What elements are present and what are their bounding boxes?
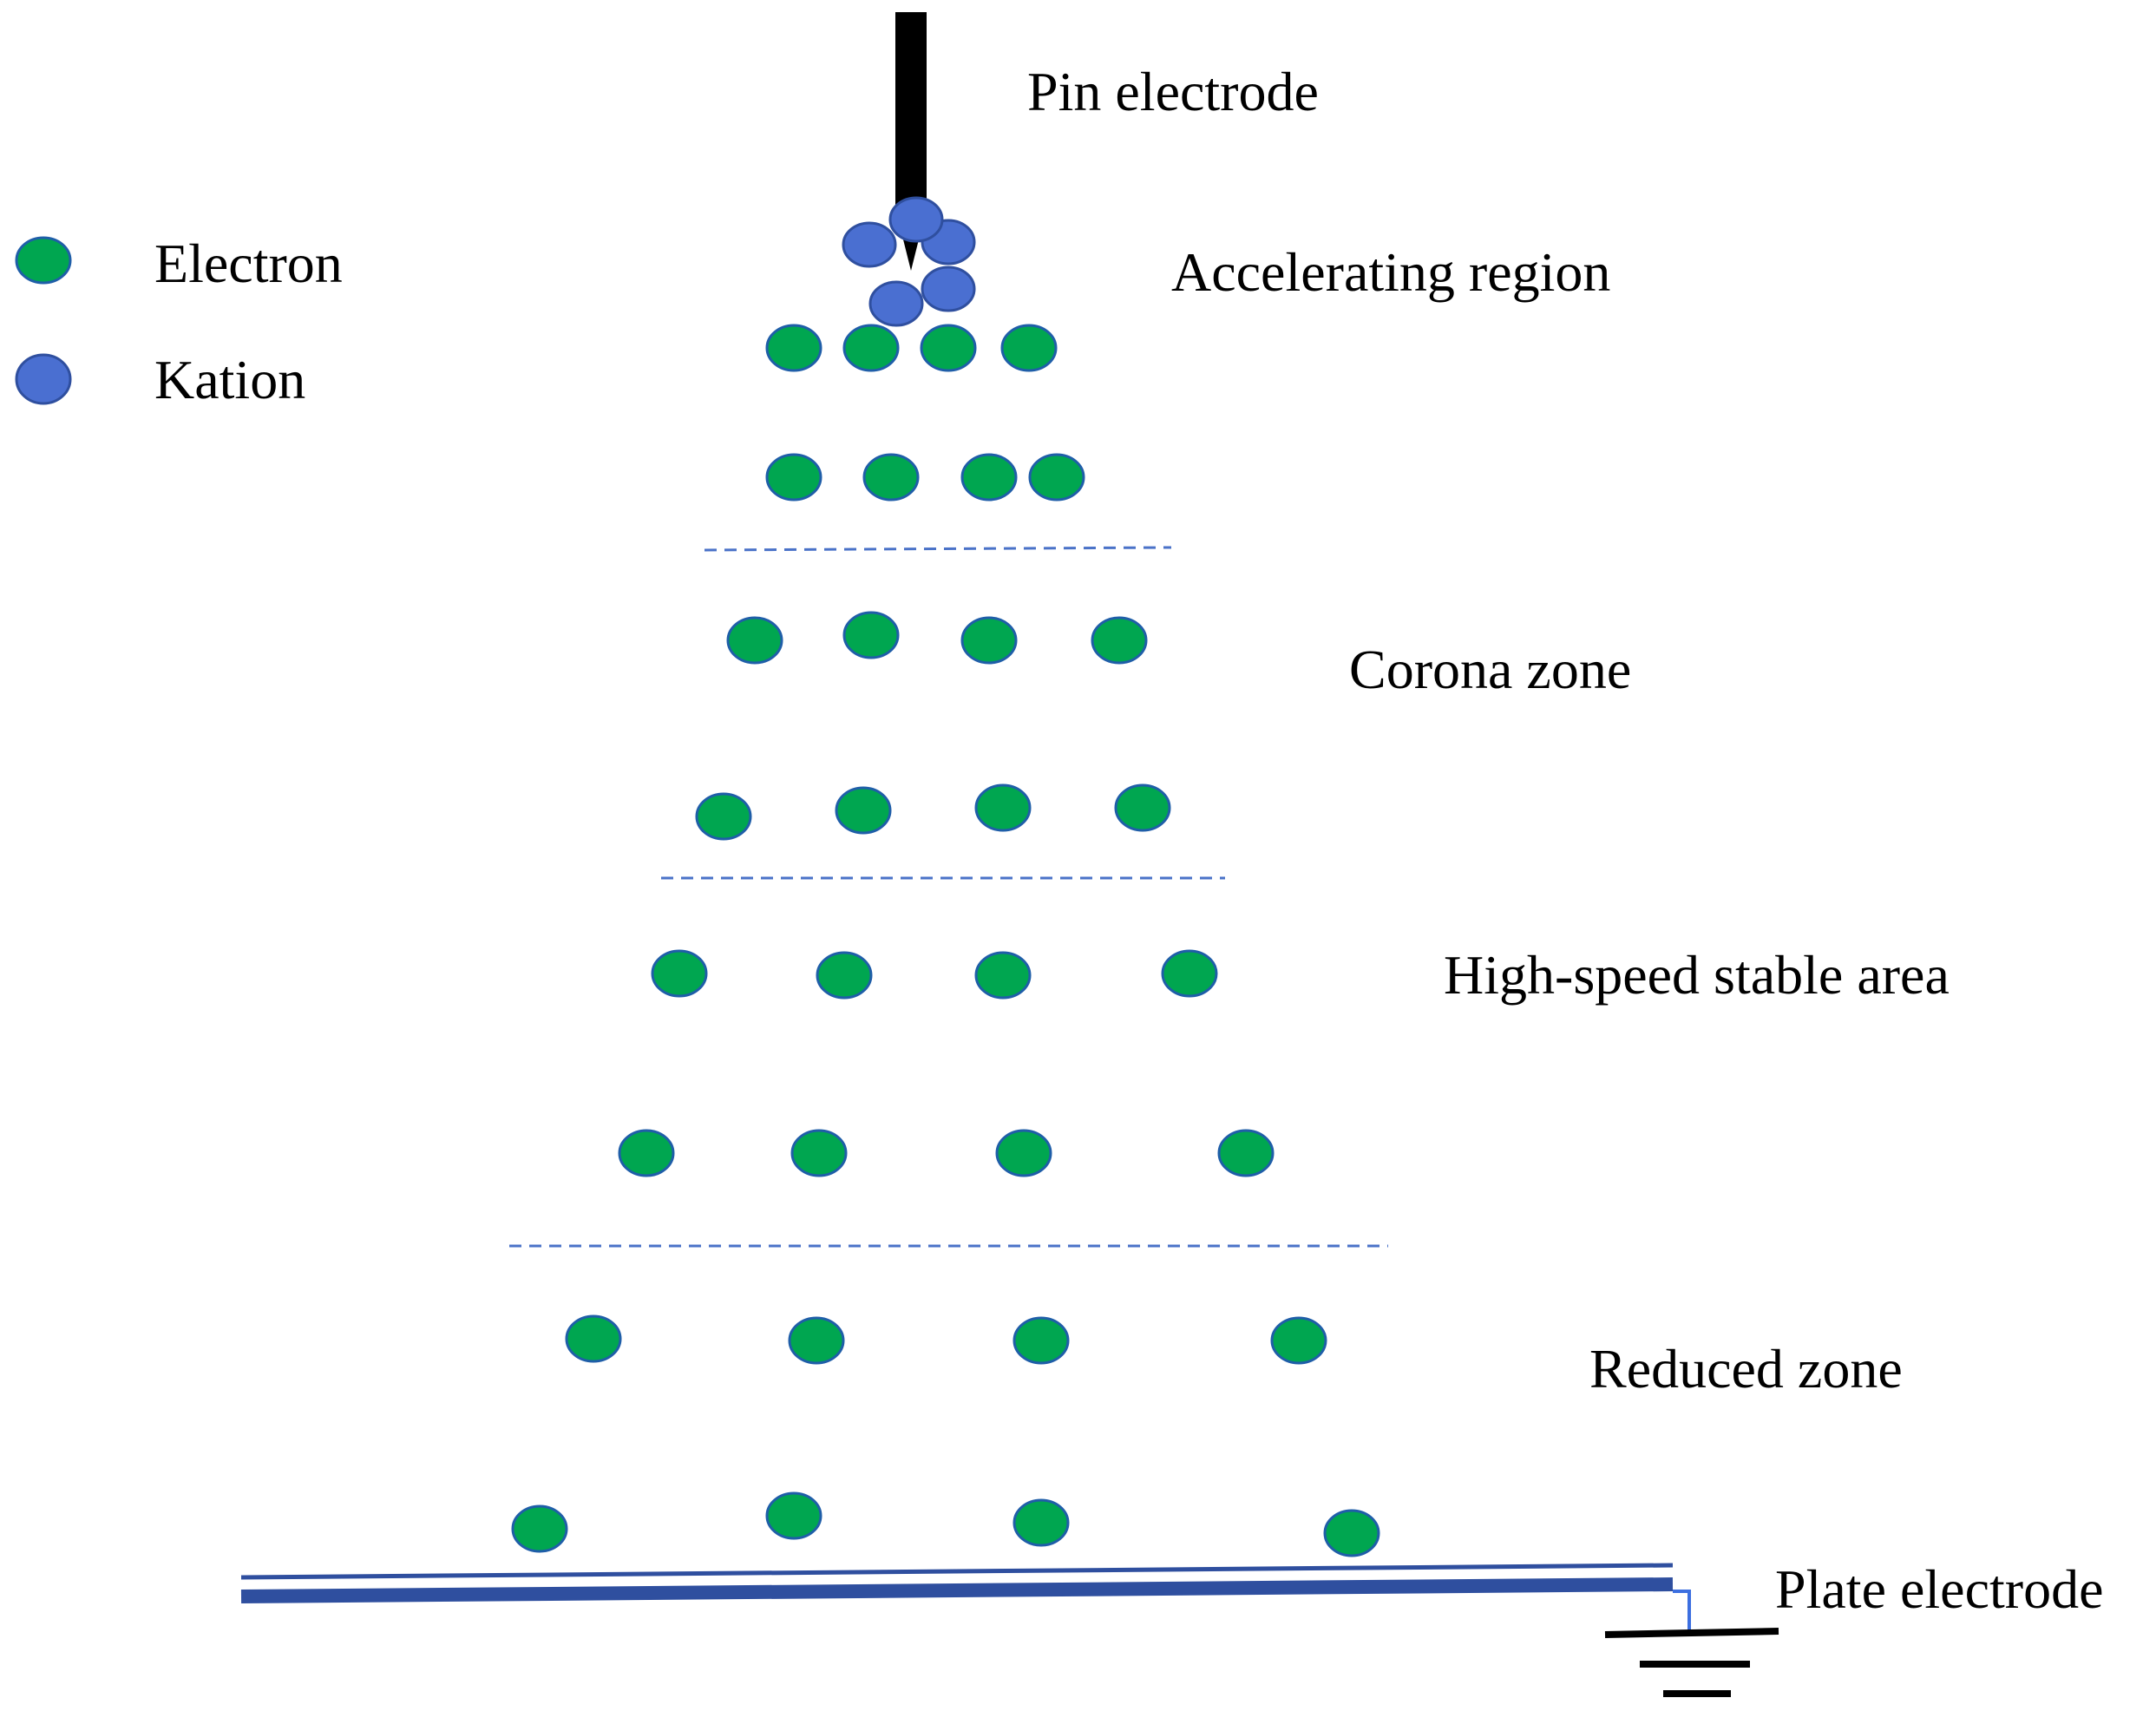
zone-divider xyxy=(704,546,1172,552)
electron-dot xyxy=(960,616,1018,665)
electron-dot xyxy=(1114,783,1171,832)
electron-dot xyxy=(765,453,822,502)
electron-dot xyxy=(651,949,708,998)
electron-dot xyxy=(995,1129,1052,1177)
electron-dot xyxy=(565,1314,622,1363)
electron-dot xyxy=(511,1504,568,1553)
plate-electrode xyxy=(240,1563,1674,1603)
electron-dot xyxy=(788,1316,845,1365)
electron-dot xyxy=(765,1491,822,1540)
electron-dot xyxy=(765,324,822,372)
electron-dot xyxy=(835,786,892,835)
kation-dot xyxy=(888,196,944,243)
electron-dot xyxy=(960,453,1018,502)
legend-electron-symbol xyxy=(15,236,72,285)
electron-dot xyxy=(1217,1129,1275,1177)
electron-dot xyxy=(1000,324,1058,372)
electron-dot xyxy=(1323,1509,1380,1557)
electron-dot xyxy=(862,453,920,502)
electron-dot xyxy=(842,324,900,372)
kation-dot xyxy=(842,221,897,268)
kation-dot xyxy=(868,280,924,327)
pin-electrode-shaft xyxy=(895,12,927,229)
electron-dot xyxy=(842,611,900,659)
electron-dot xyxy=(1091,616,1148,665)
electron-dot xyxy=(920,324,977,372)
electron-dot xyxy=(1270,1316,1327,1365)
legend-kation-label: Kation xyxy=(154,349,306,410)
accelerating-region-label: Accelerating region xyxy=(1171,241,1611,303)
high-speed-stable-area-label: High-speed stable area xyxy=(1444,944,1950,1006)
electron-dot xyxy=(1028,453,1085,502)
pin-electrode-label: Pin electrode xyxy=(1027,61,1319,122)
ground-icon xyxy=(1604,1590,1779,1697)
plate-electrode-label: Plate electrode xyxy=(1775,1558,2104,1620)
legend-electron-label: Electron xyxy=(154,233,343,294)
corona-zone-label: Corona zone xyxy=(1349,639,1632,700)
electron-dot xyxy=(1012,1316,1070,1365)
electron-dot xyxy=(974,783,1032,832)
electron-dot xyxy=(726,616,783,665)
legend-kation-symbol xyxy=(15,353,72,405)
reduced-zone-label: Reduced zone xyxy=(1589,1338,1903,1400)
electron-dot xyxy=(1161,949,1218,998)
electron-dot xyxy=(695,792,752,841)
electron-dot xyxy=(618,1129,675,1177)
electron-dot xyxy=(816,951,873,1000)
electron-dot xyxy=(1012,1498,1070,1547)
electron-dot xyxy=(790,1129,848,1177)
kation-dot xyxy=(921,266,976,312)
electron-dot xyxy=(974,951,1032,1000)
